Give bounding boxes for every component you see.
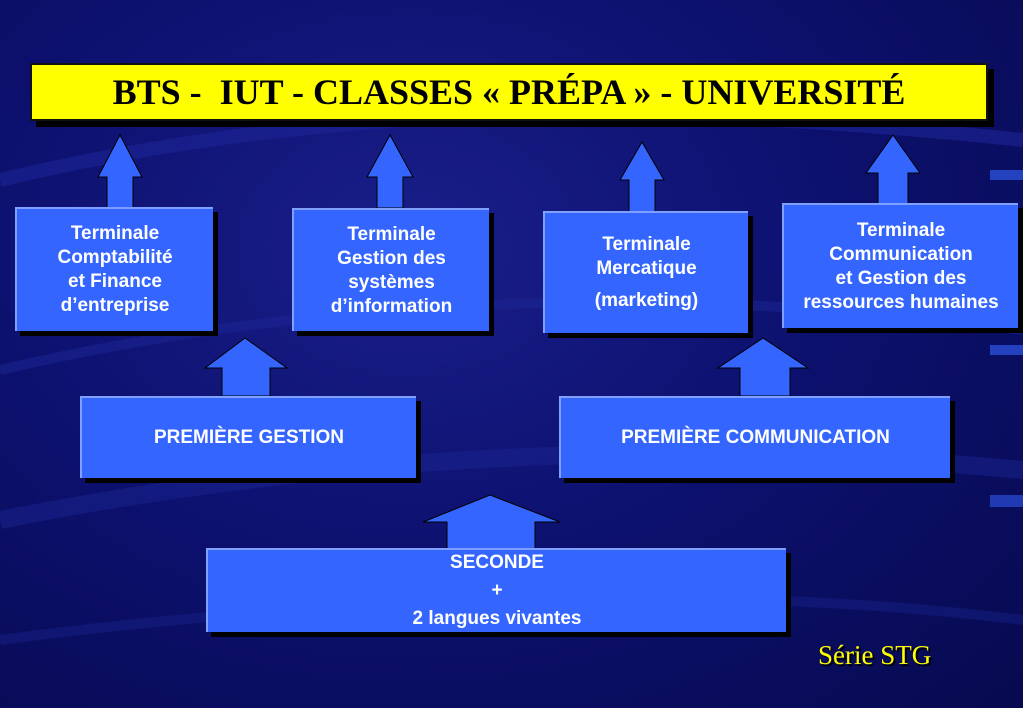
box-line: Terminale: [70, 223, 160, 244]
box-label: PREMIÈRE COMMUNICATION: [621, 427, 890, 448]
box-line: Comptabilité: [57, 247, 173, 268]
footer-serie: Série STG: [818, 640, 932, 670]
box-premiere-gestion: PREMIÈRE GESTION: [80, 396, 416, 478]
box-terminale-mercatique: Terminale Mercatique (marketing): [543, 211, 748, 333]
box-seconde: SECONDE + 2 langues vivantes: [206, 548, 786, 632]
box-line: et Gestion des: [835, 267, 967, 289]
box-line: (marketing): [594, 290, 699, 311]
box-line: Terminale: [602, 234, 691, 255]
box-premiere-communication: PREMIÈRE COMMUNICATION: [559, 396, 950, 478]
box-line: Communication: [829, 243, 973, 265]
box-line: Mercatique: [596, 258, 697, 279]
box-line: systèmes: [348, 271, 435, 293]
box-terminale-comptabilite: Terminale Comptabilité et Finance d’entr…: [15, 207, 213, 331]
box-line: 2 langues vivantes: [412, 608, 582, 629]
box-label: PREMIÈRE GESTION: [153, 427, 345, 448]
box-terminale-communication-grh: Terminale Communication et Gestion des r…: [782, 203, 1018, 328]
box-line: d’entreprise: [60, 295, 170, 316]
box-line: d’information: [330, 295, 453, 317]
box-line: SECONDE: [450, 552, 544, 573]
box-line: +: [491, 580, 503, 601]
box-line: et Finance: [68, 271, 162, 292]
box-line: Terminale: [347, 223, 436, 245]
box-line: Gestion des: [337, 247, 446, 269]
box-terminale-gestion-si: Terminale Gestion des systèmes d’informa…: [292, 208, 489, 331]
page-title: BTS - IUT - CLASSES « PRÉPA » - UNIVERSI…: [30, 63, 988, 121]
box-line: Terminale: [856, 219, 946, 241]
box-line: ressources humaines: [803, 291, 999, 313]
